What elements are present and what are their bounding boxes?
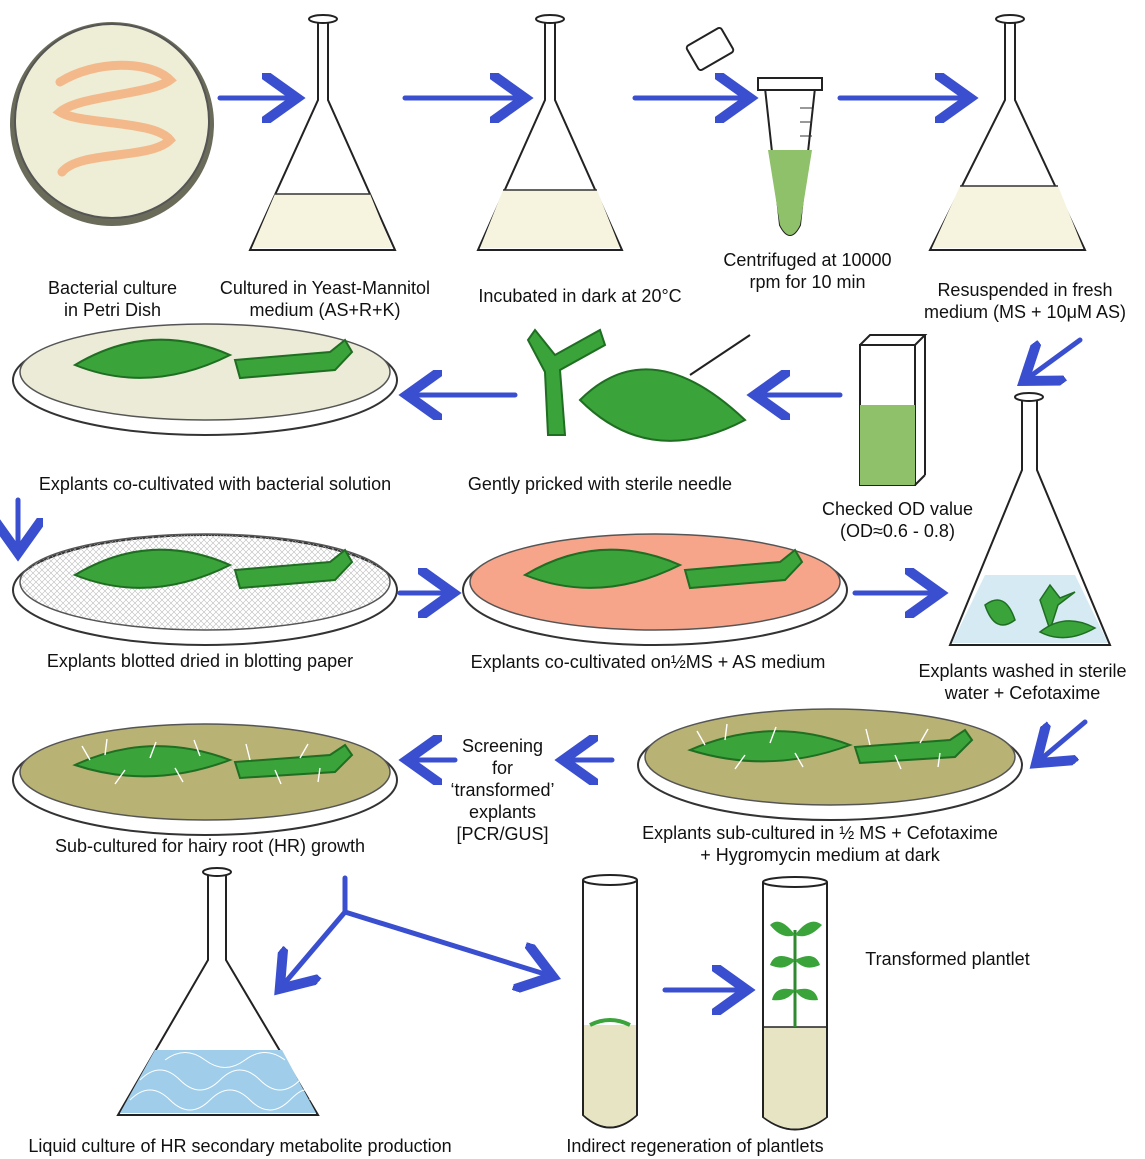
label-transformed-plantlet: Transformed plantlet bbox=[850, 948, 1045, 970]
petri-dish-bacterial-culture bbox=[10, 22, 214, 226]
label-indirect-regeneration: Indirect regeneration of plantlets bbox=[545, 1135, 845, 1157]
label-co-cultivated-ms-as: Explants co-cultivated on½MS + AS medium bbox=[438, 651, 858, 673]
flask-liquid-culture-hr bbox=[118, 868, 318, 1115]
flask-resuspended bbox=[930, 15, 1085, 250]
arrow-5 bbox=[1028, 340, 1080, 378]
label-incubated-dark: Incubated in dark at 20°C bbox=[460, 285, 700, 307]
flask-incubated-dark bbox=[478, 15, 622, 250]
cuvette-od bbox=[860, 335, 925, 485]
petri-dish-ms-as-medium bbox=[463, 534, 847, 645]
test-tube-indirect-regeneration bbox=[583, 875, 637, 1128]
arrow-14-left bbox=[283, 912, 345, 985]
label-gently-pricked: Gently pricked with sterile needle bbox=[440, 473, 760, 495]
test-tube-transformed-plantlet bbox=[763, 877, 827, 1130]
pricked-explants bbox=[528, 330, 750, 441]
label-co-cultivated-bacterial: Explants co-cultivated with bacterial so… bbox=[5, 473, 425, 495]
label-hairy-root-growth: Sub-cultured for hairy root (HR) growth bbox=[20, 835, 400, 857]
petri-dish-blotting bbox=[13, 534, 397, 645]
arrow-11 bbox=[1040, 722, 1085, 760]
label-subcultured-hygromycin: Explants sub-cultured in ½ MS + Cefotaxi… bbox=[605, 822, 1035, 866]
label-blotted-dried: Explants blotted dried in blotting paper bbox=[20, 650, 380, 672]
petri-dish-subcultured-cefotaxime-hygromycin bbox=[638, 709, 1022, 820]
flask-yeast-mannitol bbox=[250, 15, 395, 250]
label-checked-od: Checked OD value(OD≈0.6 - 0.8) bbox=[805, 498, 990, 542]
petri-dish-hairy-root-growth bbox=[13, 724, 397, 835]
centrifuge-tube bbox=[686, 27, 822, 235]
petri-dish-co-cultivation bbox=[13, 324, 397, 435]
label-liquid-culture: Liquid culture of HR secondary metabolit… bbox=[5, 1135, 475, 1157]
arrow-14-right bbox=[345, 912, 548, 975]
